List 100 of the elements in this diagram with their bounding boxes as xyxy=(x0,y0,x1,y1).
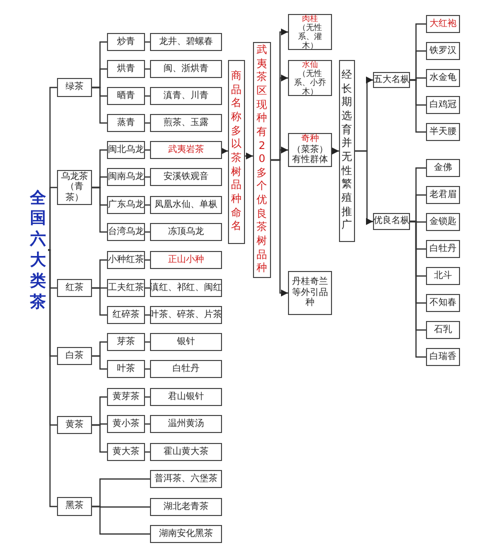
cultivar-box xyxy=(426,123,460,141)
box-label: 银针 xyxy=(177,336,195,348)
group-box xyxy=(373,213,410,230)
box-label: 金锁匙 xyxy=(430,216,456,228)
box-label: 湖南安化黑茶 xyxy=(159,528,213,540)
box-label: 白鸡冠 xyxy=(430,100,456,110)
box-label: 普洱茶、六堡茶 xyxy=(154,474,218,484)
arrow xyxy=(271,159,288,297)
subtype-box xyxy=(107,251,145,269)
box-label: 半天腰 xyxy=(430,126,456,138)
subtype-box xyxy=(107,168,145,186)
box-label: 奇种 xyxy=(301,134,319,144)
box-label: 水金龟 xyxy=(430,72,456,84)
connector-line xyxy=(48,186,57,251)
example-box xyxy=(150,141,222,159)
box-label: 闽南乌龙 xyxy=(108,172,144,182)
cultivar-box xyxy=(426,42,460,60)
example-box xyxy=(150,443,222,461)
box-label: 铁罗汉 xyxy=(430,46,456,56)
box-label: 烘青 xyxy=(117,64,135,74)
connector-line xyxy=(92,287,107,316)
box-label: 霍山黄大茶 xyxy=(164,446,208,458)
cultivar-box xyxy=(426,186,460,204)
subtype-box xyxy=(107,33,145,51)
note-box xyxy=(288,133,332,167)
connector-line xyxy=(92,424,107,453)
box-label: 绿茶 xyxy=(66,82,84,93)
connector-line xyxy=(92,355,107,370)
subtype-box xyxy=(107,114,145,132)
cultivar-box xyxy=(426,69,460,87)
category-box xyxy=(57,416,92,434)
example-box xyxy=(150,498,222,516)
box-label: 君山银针 xyxy=(168,392,204,402)
example-box xyxy=(150,415,222,433)
title-text: 全国六大类茶 xyxy=(28,188,47,312)
box-label: 正山小种 xyxy=(168,254,204,266)
connector-line xyxy=(410,220,426,358)
cultivar-box xyxy=(426,294,460,312)
cultivar-box xyxy=(426,15,460,33)
box-label: 台湾乌龙 xyxy=(108,226,144,238)
box-label: 肉桂 xyxy=(302,14,318,23)
cultivar-box xyxy=(426,267,460,285)
note-box xyxy=(288,14,332,50)
box-label: 乌龙茶（青茶） xyxy=(60,172,89,204)
subtype-box xyxy=(107,388,145,406)
subtype-box xyxy=(107,223,145,241)
box-note: （菜茶）有性群体 xyxy=(291,144,329,166)
box-label: 安溪铁观音 xyxy=(164,172,208,182)
box-label: 蒸青 xyxy=(117,118,135,128)
example-box xyxy=(150,388,222,406)
box-label: 黄大茶 xyxy=(112,446,140,458)
example-box xyxy=(150,223,222,241)
subtype-box xyxy=(107,141,145,159)
box-label: 闽北乌龙 xyxy=(108,144,144,156)
box-label: 煎茶、玉露 xyxy=(164,118,208,128)
box-label: 滇青、川青 xyxy=(164,90,208,102)
connector-line xyxy=(92,186,107,233)
example-box xyxy=(150,360,222,378)
box-label: 温州黄汤 xyxy=(168,418,204,430)
arrow xyxy=(220,147,228,155)
box-label: 白牡丹 xyxy=(430,244,456,254)
example-box xyxy=(150,196,222,214)
box-label: 闽、浙烘青 xyxy=(164,64,208,74)
arrow xyxy=(245,152,253,160)
subtype-box xyxy=(107,196,145,214)
box-label: 芽茶 xyxy=(117,336,135,348)
category-box xyxy=(57,279,92,297)
box-label: 湖北老青茶 xyxy=(164,502,208,512)
box-label: 金佛 xyxy=(434,162,452,174)
connector-line xyxy=(48,249,57,508)
box-label: 黄芽茶 xyxy=(112,392,140,402)
box-label: 小种红茶 xyxy=(108,254,144,266)
category-box xyxy=(57,497,92,516)
example-box xyxy=(150,251,222,269)
arrow xyxy=(332,147,339,155)
subtype-box xyxy=(107,306,145,324)
box-label: 工夫红茶 xyxy=(108,282,144,294)
box-label: 不知春 xyxy=(430,298,456,308)
example-box xyxy=(150,114,222,132)
cultivar-box xyxy=(426,240,460,258)
subtype-box xyxy=(107,415,145,433)
box-label: 冻顶乌龙 xyxy=(168,226,204,238)
note-box xyxy=(288,60,332,96)
arrow xyxy=(355,150,373,226)
connector-line xyxy=(410,79,426,133)
box-label: 石乳 xyxy=(434,324,452,336)
box-label: 凤凰水仙、单枞 xyxy=(154,200,218,210)
cultivar-box xyxy=(426,321,460,339)
category-box xyxy=(57,347,92,365)
subtype-box xyxy=(107,279,145,297)
box-label: 黑茶 xyxy=(66,501,84,512)
box-label: 白牡丹 xyxy=(172,364,200,374)
note-box xyxy=(288,271,332,315)
box-label: 黄小茶 xyxy=(112,418,140,430)
subtype-box xyxy=(107,443,145,461)
example-box xyxy=(150,60,222,78)
box-label: 水仙 xyxy=(302,60,318,69)
box-note: （无性系、小乔木） xyxy=(293,68,327,96)
box-label: 武夷茶区现种有20多个优良茶树品种 xyxy=(256,44,268,276)
subtype-box xyxy=(107,87,145,105)
